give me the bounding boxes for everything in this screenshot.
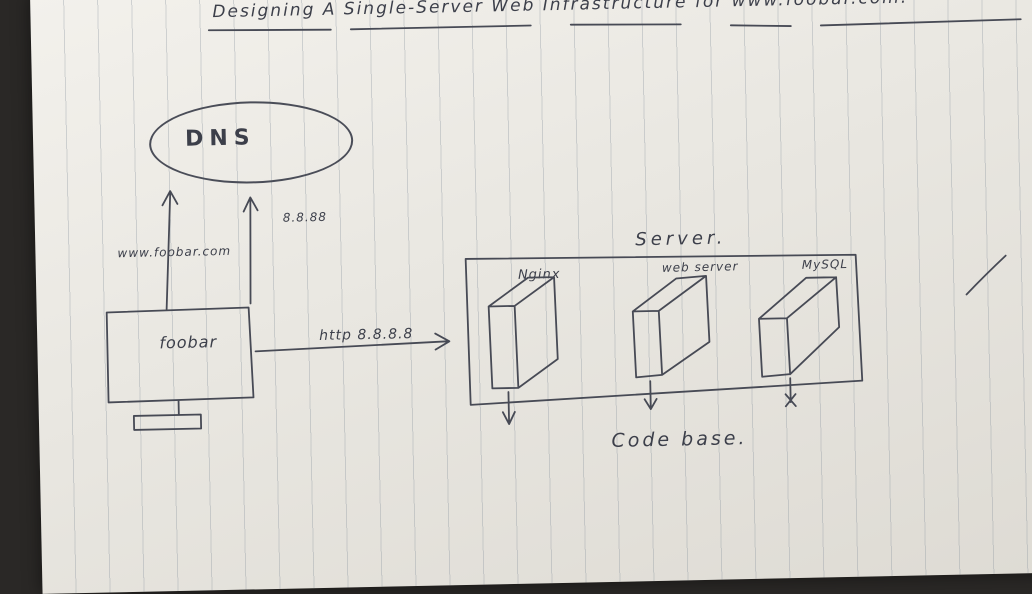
mysql-codebase-arrow xyxy=(784,377,797,408)
nginx-codebase-arrow xyxy=(501,391,516,425)
web-server-codebase-arrow xyxy=(643,380,658,410)
client-monitor xyxy=(105,306,255,404)
http-request-arrow xyxy=(254,332,451,353)
sketch-lines xyxy=(105,18,1022,431)
domain-request-arrow xyxy=(161,190,179,311)
monitor-stand xyxy=(132,400,203,431)
title-underline xyxy=(207,18,1022,32)
ip-response-arrow xyxy=(242,196,259,305)
notebook-paper: Designing A Single-Server Web Infrastruc… xyxy=(30,0,1032,594)
stray-pen-mark xyxy=(965,254,1007,296)
nginx-box xyxy=(487,276,559,390)
server-box xyxy=(464,253,864,406)
mysql-box xyxy=(758,276,841,378)
web-server-box xyxy=(631,275,711,379)
